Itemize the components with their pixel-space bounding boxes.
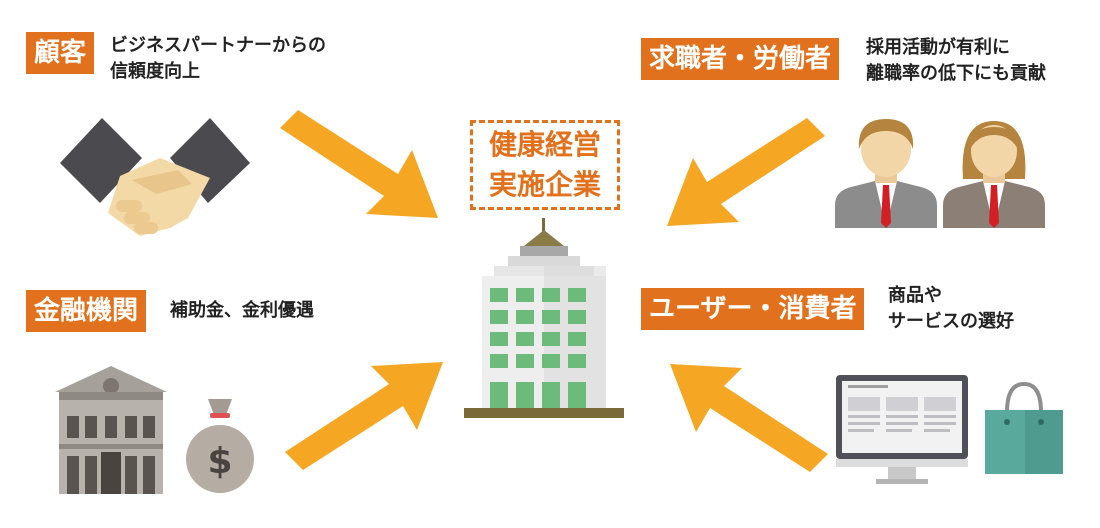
consumers-description: 商品や サービスの選好	[888, 283, 1014, 335]
finance-desc-line1: 補助金、金利優遇	[170, 300, 314, 321]
job-seekers-desc-line2: 離職率の低下にも貢献	[866, 63, 1046, 84]
customer-tag: 顧客	[26, 32, 95, 74]
arrow-bottom-left	[285, 362, 443, 470]
svg-text:$: $	[207, 441, 232, 482]
people-icon	[835, 119, 1045, 228]
computer-monitor-icon	[836, 375, 968, 484]
job-seekers-description: 採用活動が有利に 離職率の低下にも貢献	[866, 35, 1046, 87]
center-label-box: 健康経営 実施企業	[470, 120, 620, 210]
customer-desc-line2: 信頼度向上	[110, 61, 200, 82]
office-building-icon	[464, 218, 624, 418]
customer-description: ビジネスパートナーからの 信頼度向上	[110, 33, 326, 85]
finance-tag: 金融機関	[26, 290, 147, 332]
consumers-desc-line2: サービスの選好	[888, 311, 1014, 332]
consumers-tag: ユーザー・消費者	[641, 288, 865, 330]
shopping-bag-icon	[985, 381, 1063, 474]
money-bag-icon: $	[186, 399, 254, 493]
finance-description: 補助金、金利優遇	[170, 298, 314, 324]
center-label-line2: 実施企業	[488, 168, 601, 201]
consumers-desc-line1: 商品や	[888, 285, 942, 306]
customer-desc-line1: ビジネスパートナーからの	[110, 35, 326, 56]
arrow-top-right	[667, 118, 825, 226]
handshake-icon	[60, 118, 250, 236]
job-seekers-desc-line1: 採用活動が有利に	[866, 37, 1010, 58]
center-label-line1: 健康経営	[488, 128, 601, 161]
arrow-bottom-right	[670, 364, 828, 472]
job-seekers-tag: 求職者・労働者	[641, 38, 840, 80]
arrow-top-left	[280, 110, 438, 218]
bank-building-icon	[55, 366, 167, 494]
